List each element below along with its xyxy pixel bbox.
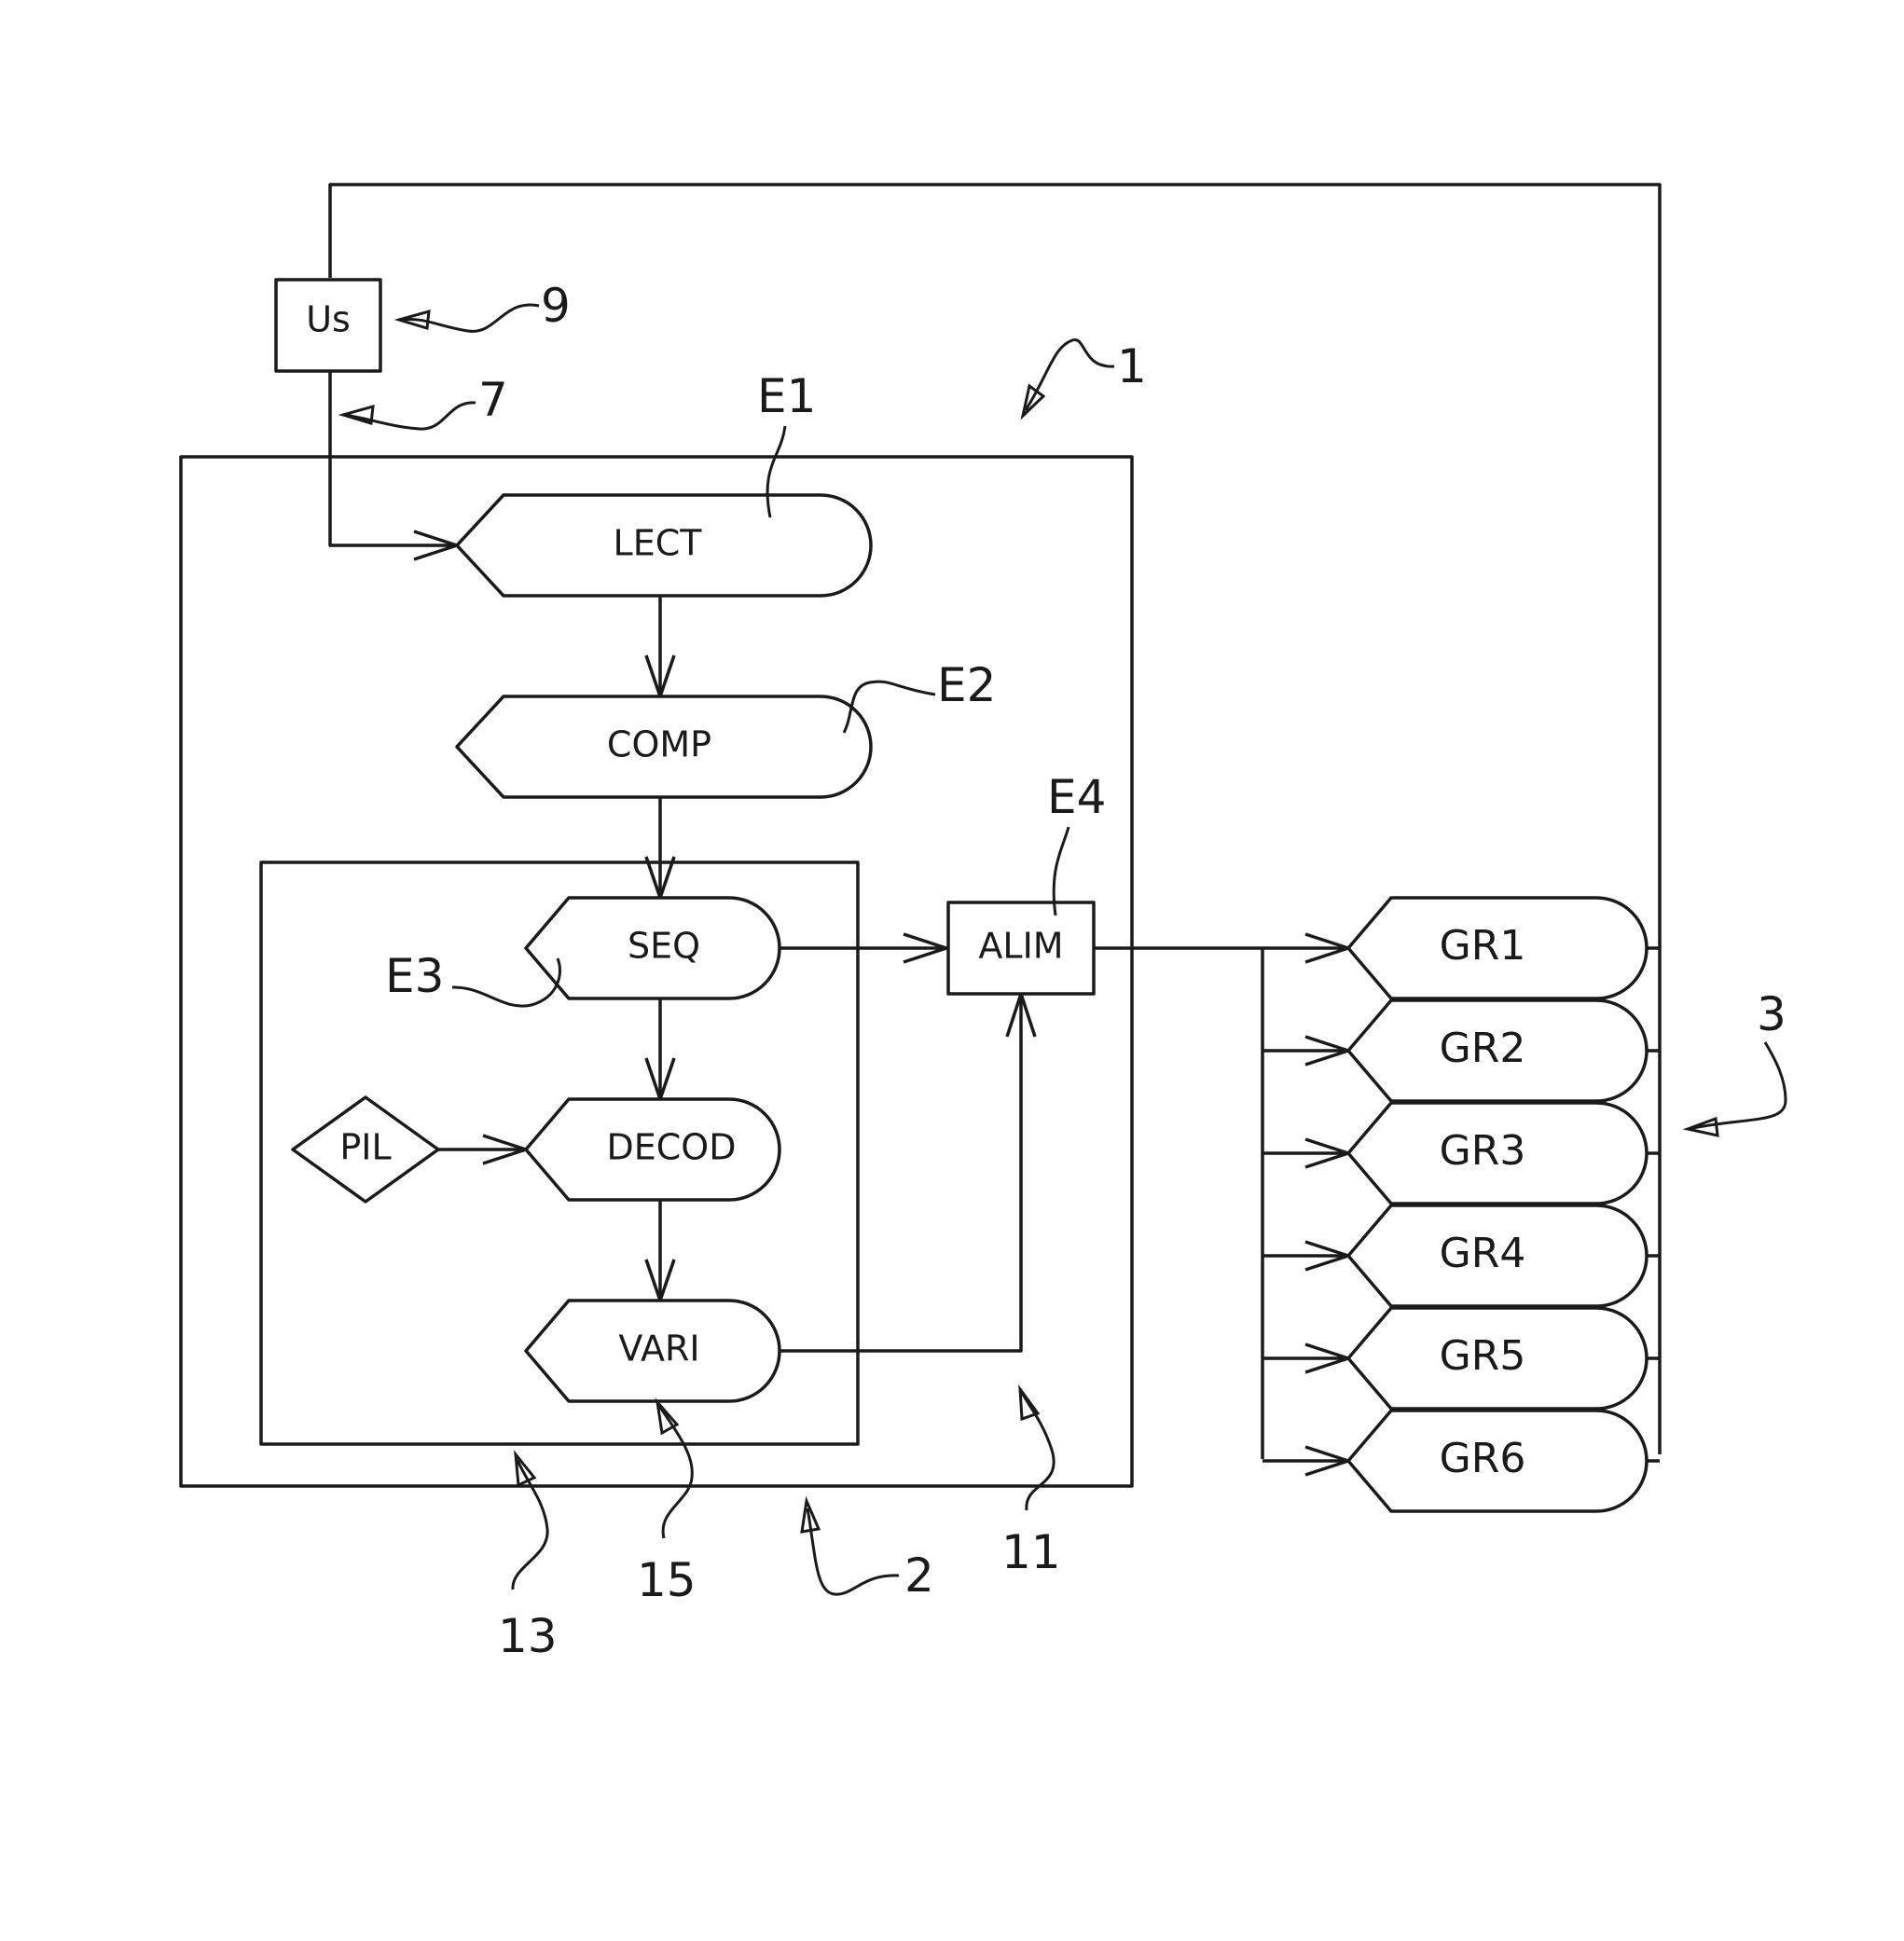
lect-label: LECT <box>614 523 703 564</box>
alim-to-groups-line <box>1094 948 1262 1459</box>
ref-e4: E4 <box>1047 770 1106 824</box>
group-label: GR1 <box>1440 922 1526 970</box>
leader-11 <box>1022 1393 1054 1510</box>
ref-15: 15 <box>637 1553 697 1607</box>
group-label: GR2 <box>1440 1025 1526 1072</box>
leader-7 <box>345 403 476 429</box>
group-label: GR4 <box>1440 1230 1526 1277</box>
pil-label: PIL <box>339 1127 391 1168</box>
group-label: GR5 <box>1440 1332 1526 1380</box>
comp-label: COMP <box>607 724 711 765</box>
leader-arrow-13 <box>516 1454 534 1485</box>
alim-label: ALIM <box>978 926 1063 967</box>
leader-arrow-1 <box>1023 386 1043 416</box>
leader-3 <box>1692 1042 1786 1128</box>
group-label: GR6 <box>1440 1435 1526 1482</box>
vari-to-alim-line <box>780 994 1021 1351</box>
ref-e3: E3 <box>385 949 444 1003</box>
ref-9: 9 <box>541 279 571 333</box>
vari-label: VARI <box>618 1328 699 1370</box>
ref-3: 3 <box>1757 987 1787 1041</box>
group-label: GR3 <box>1440 1127 1526 1175</box>
ref-13: 13 <box>498 1609 558 1663</box>
ref-e1: E1 <box>757 369 816 423</box>
group-bank: GR1GR2GR3GR4GR5GR6 <box>1262 898 1660 1511</box>
decod-label: DECOD <box>607 1127 737 1168</box>
ref-1: 1 <box>1117 339 1147 393</box>
ref-7: 7 <box>478 373 508 427</box>
ref-2: 2 <box>904 1549 934 1603</box>
leader-2 <box>807 1508 899 1594</box>
seq-label: SEQ <box>628 926 700 967</box>
ref-e2: E2 <box>937 658 996 712</box>
ref-11: 11 <box>1001 1525 1061 1579</box>
us-label: Us <box>306 299 351 340</box>
